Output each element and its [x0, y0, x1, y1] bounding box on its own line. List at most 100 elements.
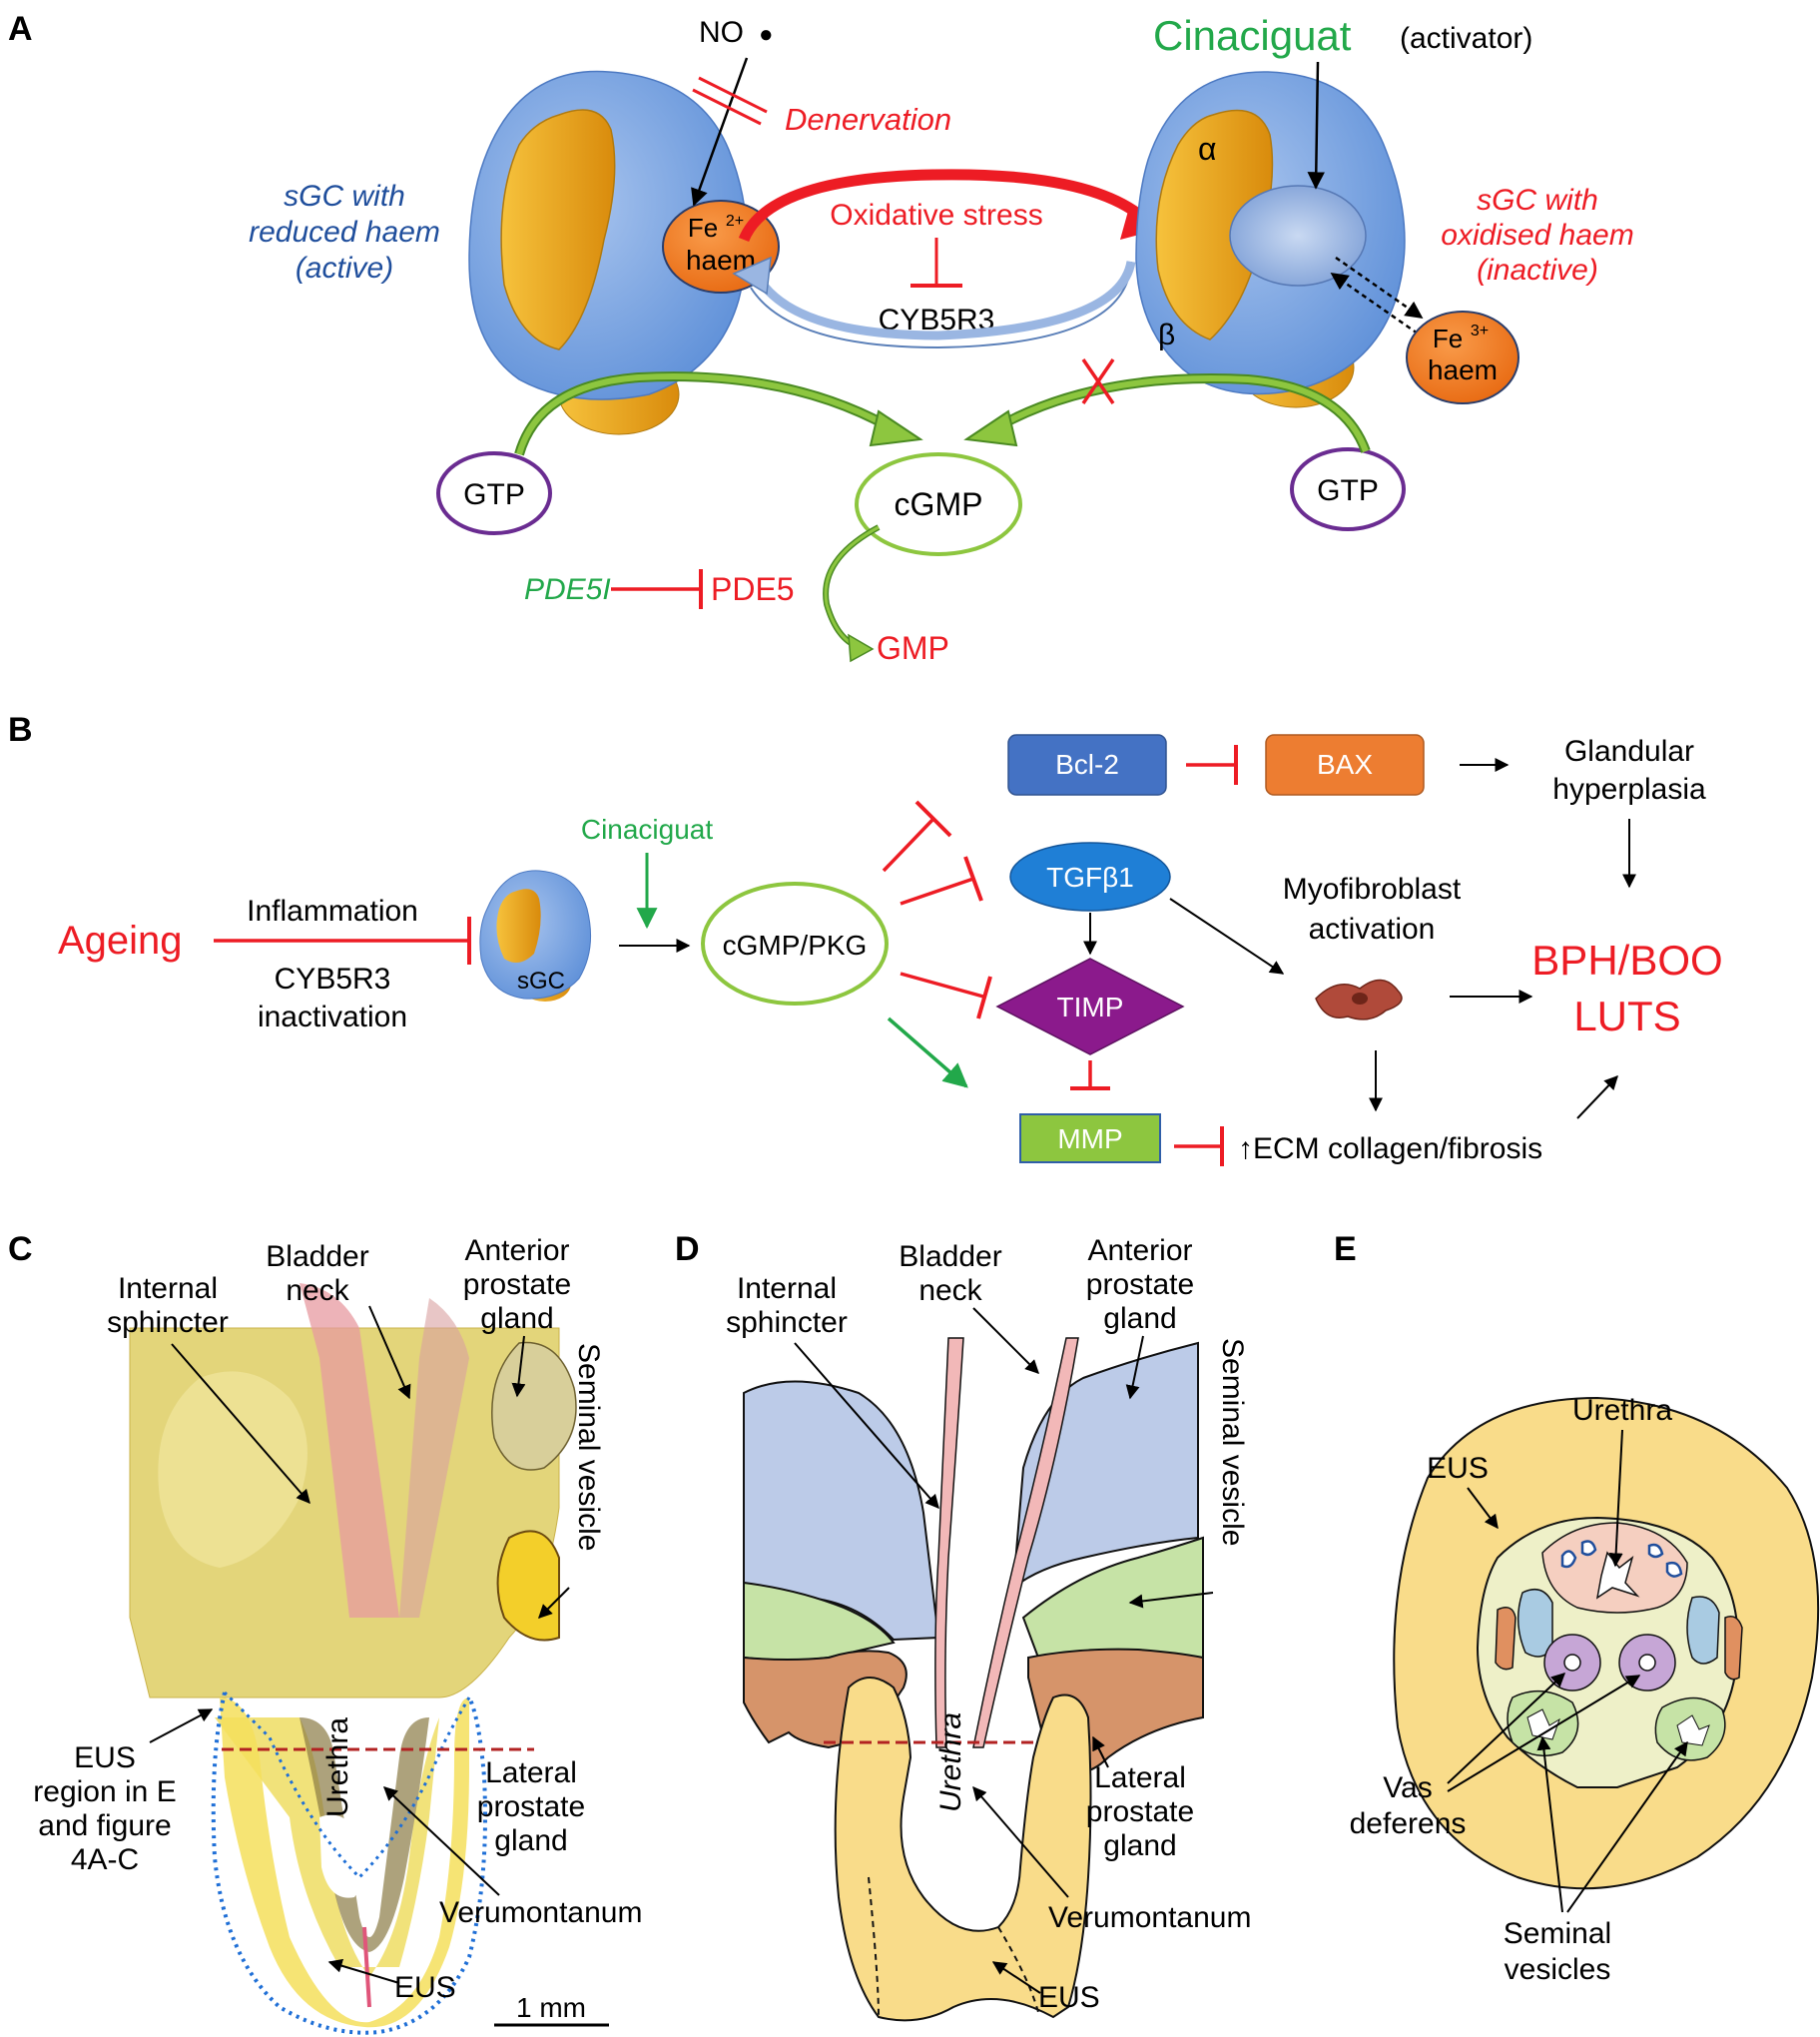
- mmp-label: MMP: [1057, 1123, 1122, 1154]
- d-sphincter-left: [934, 1337, 964, 1748]
- c-verumontanum-arrow: [382, 1786, 500, 1896]
- gtp-right-conversion-arrow-fill: [991, 375, 1369, 453]
- cinaciguat-label-a: Cinaciguat: [1153, 12, 1352, 59]
- c-anterior-prostate-1: Anterior: [464, 1234, 569, 1267]
- tgfb1-to-myofibroblast-arrow: [1169, 898, 1285, 975]
- c-urethra-label: Urethra: [321, 1717, 354, 1817]
- sgc-reduced-label-3: (active): [296, 252, 393, 285]
- gtp-right-arrowhead: [963, 409, 1018, 447]
- cgmp-inhibits-tgfb1: [900, 877, 974, 906]
- bax-node: [1265, 734, 1425, 796]
- cinaciguat-label-b: Cinaciguat: [581, 814, 714, 845]
- e-gland-4: [1665, 1561, 1683, 1578]
- sgc-oxidised-label-1: sGC with: [1477, 184, 1598, 217]
- c-anterior-prostate-2: prostate: [463, 1268, 571, 1301]
- ecm-to-bph-arrow: [1576, 1074, 1618, 1119]
- myofibroblast-label-1: Myofibroblast: [1283, 873, 1462, 906]
- panel-e: Urethra EUS Vas deferens Seminal vesicle…: [1350, 1394, 1820, 1986]
- d-seminal-vesicle-arrow: [1128, 1592, 1214, 1609]
- d-internal-sphincter-arrow: [794, 1342, 939, 1510]
- d-internal-sphincter-1: Internal: [737, 1272, 837, 1305]
- c-bladder-neck-2: neck: [286, 1274, 349, 1307]
- c-anterior-prostate-arrow: [511, 1335, 526, 1398]
- sgc-small-label: sGC: [517, 968, 565, 995]
- timp-label: TIMP: [1057, 992, 1124, 1022]
- panel-letter-d: D: [675, 1230, 700, 1268]
- d-eus-shape: [834, 1677, 1092, 2022]
- fe3-label: Fe: [1433, 324, 1463, 353]
- sgc-reduced-label-1: sGC with: [284, 180, 405, 213]
- d-anterior-prostate-2: prostate: [1086, 1268, 1194, 1301]
- d-eus-label: EUS: [1038, 1981, 1100, 2014]
- denervation-block-mark-1: [698, 76, 768, 114]
- outcome-label-1: BPH/BOO: [1531, 937, 1722, 984]
- d-anterior-prostate-1: Anterior: [1087, 1234, 1192, 1267]
- reduction-arc: [750, 261, 1132, 349]
- c-eus-arrow: [327, 1958, 400, 1984]
- sgc-reduced-protein: [468, 70, 748, 435]
- sgc-small-icon: [479, 870, 592, 1002]
- e-left-gland-blue: [1517, 1588, 1553, 1658]
- c-eus-label: EUS: [394, 1971, 456, 2004]
- e-seminal-vesicles-label-2: vesicles: [1505, 1953, 1611, 1986]
- cgmp-pkg-label: cGMP/PKG: [723, 930, 868, 961]
- gtp-right-conversion-arrow: [990, 373, 1371, 453]
- d-eus-dash-right: [997, 1926, 1039, 2013]
- ageing-label: Ageing: [58, 919, 183, 963]
- pde5i-label: PDE5I: [524, 573, 611, 606]
- fe3-haem-label: haem: [1428, 354, 1498, 385]
- sgc-oxidised-label-2: oxidised haem: [1441, 219, 1633, 252]
- myofibroblast-label-2: activation: [1309, 913, 1436, 946]
- bcl2-label: Bcl-2: [1055, 749, 1119, 780]
- gtp-left-label: GTP: [463, 478, 525, 511]
- sgc-oxidised-label-3: (inactive): [1477, 254, 1598, 287]
- c-bladder-neck-arrow: [368, 1305, 411, 1400]
- eus-region-inner-outline: [223, 1691, 471, 1880]
- d-lateral-prostate-3: gland: [1103, 1829, 1176, 1862]
- panel-letter-e: E: [1334, 1230, 1357, 1268]
- glandular-label-1: Glandular: [1564, 735, 1694, 768]
- outcome-label-2: LUTS: [1573, 993, 1680, 1039]
- sgc-reduced-label-2: reduced haem: [249, 216, 440, 249]
- pde5-label: PDE5: [711, 571, 795, 607]
- c-eus-region-arrow: [149, 1708, 214, 1743]
- e-urethra-lumen: [1595, 1551, 1640, 1600]
- alpha-subunit-label: α: [1198, 131, 1217, 167]
- glandular-label-2: hyperplasia: [1552, 773, 1706, 806]
- panel-letter-a: A: [8, 10, 33, 48]
- blocked-conversion-cross-2: [1081, 358, 1115, 404]
- cyb5r3-inactivation-label-1: CYB5R3: [275, 963, 391, 996]
- e-right-gland-blue: [1686, 1596, 1720, 1665]
- c-verumontanum-label: Verumontanum: [439, 1896, 642, 1929]
- mmp-node: [1019, 1113, 1161, 1163]
- panel-c: Internal sphincter Bladder neck Anterior…: [33, 1234, 642, 2035]
- reduction-arrowhead: [732, 256, 772, 296]
- e-eus-label: EUS: [1427, 1452, 1489, 1485]
- d-sphincter-right: [972, 1337, 1079, 1748]
- e-gland-2: [1580, 1540, 1597, 1557]
- fe2-label: Fe: [688, 213, 718, 243]
- cgmp-pkg-node: [701, 882, 889, 1006]
- myofibroblast-cell-icon: [1315, 979, 1403, 1020]
- d-lateral-prostate-arrow: [1092, 1735, 1109, 1768]
- d-anterior-prostate-3: gland: [1103, 1302, 1176, 1335]
- c-eus-region-3: and figure: [38, 1809, 171, 1842]
- d-lateral-prostate-1: Lateral: [1094, 1761, 1186, 1794]
- bcl2-node: [1007, 734, 1167, 796]
- e-gland-3: [1647, 1543, 1664, 1559]
- ecm-label: ↑ECM collagen/fibrosis: [1238, 1132, 1542, 1165]
- fe3-superscript: 3+: [1471, 323, 1489, 340]
- d-anterior-prostate-arrow: [1125, 1335, 1144, 1400]
- c-lateral-prostate-2: prostate: [477, 1790, 585, 1823]
- panel-a: Fe 2+ haem NO ● Denervation sGC with red…: [249, 12, 1634, 666]
- tgfb1-node: [1009, 842, 1171, 912]
- cgmp-inhibits-bcl2: [882, 817, 935, 873]
- gtp-right-node: [1290, 447, 1406, 531]
- e-vas-deferens-right-lumen: [1638, 1654, 1656, 1672]
- scale-bar-label: 1 mm: [516, 1992, 586, 2023]
- c-lateral-prostate-1: Lateral: [485, 1756, 577, 1789]
- cgmp-to-gmp-arrow-fill: [824, 525, 880, 649]
- denervation-label: Denervation: [785, 102, 951, 137]
- gtp-right-label: GTP: [1317, 474, 1379, 507]
